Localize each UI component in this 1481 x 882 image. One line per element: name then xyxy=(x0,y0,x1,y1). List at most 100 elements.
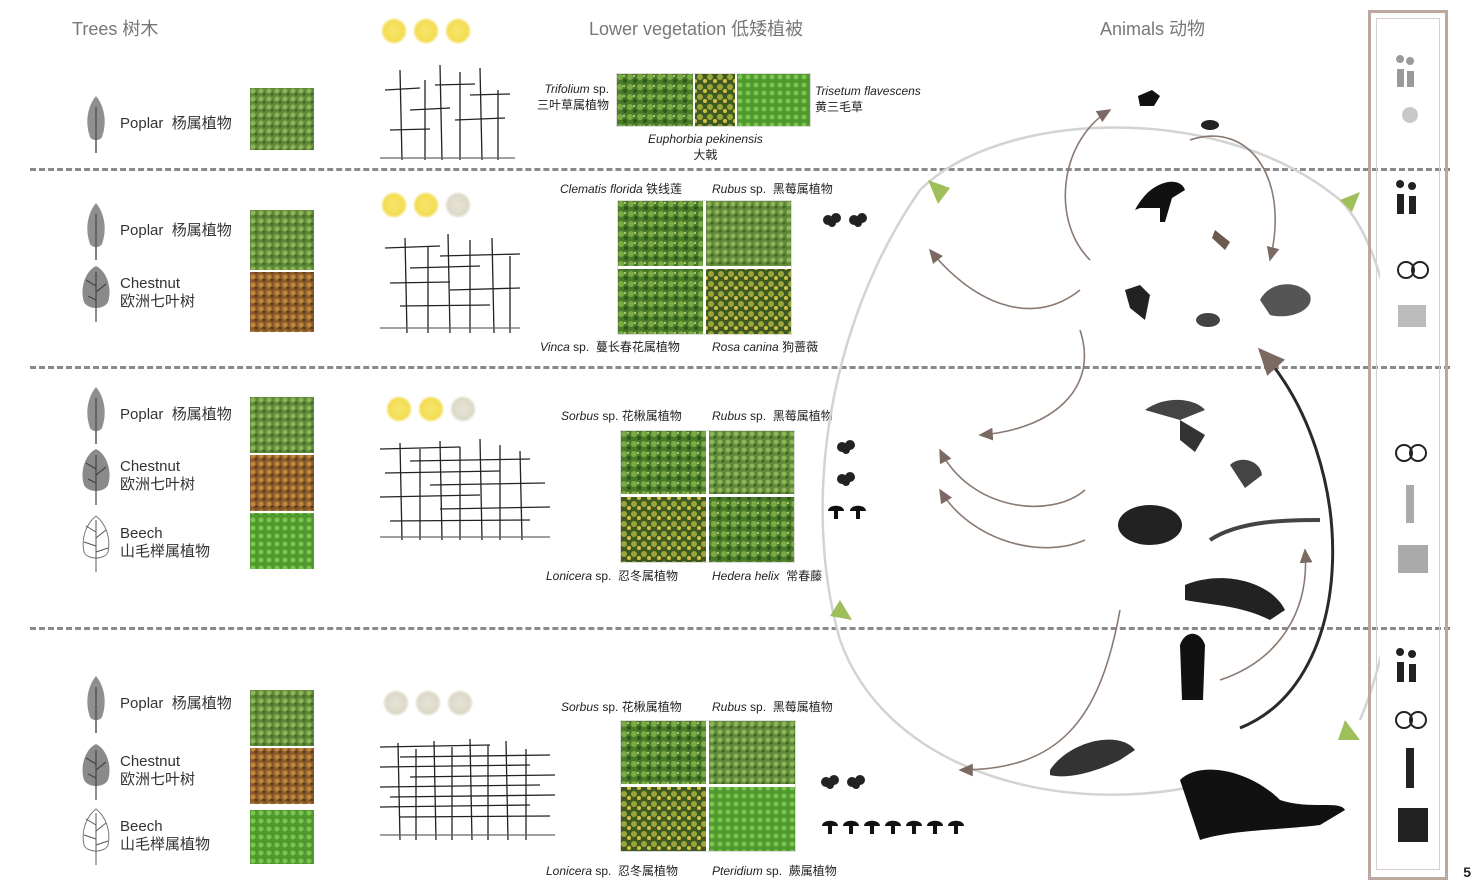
sun-icon xyxy=(381,192,407,218)
sun-icon xyxy=(447,690,473,716)
green-arrow-icon xyxy=(928,180,950,204)
cycle-arc xyxy=(821,189,922,641)
beetle-icon xyxy=(1201,120,1219,130)
tree-poplar: Poplar 杨属植物 xyxy=(78,93,232,155)
plant-caption: Trisetum flavescens 黄三毛草 xyxy=(815,84,921,114)
plant-caption: Sorbus sp. 花楸属植物 xyxy=(561,409,682,423)
plant-caption: Hedera helix 常春藤 xyxy=(712,569,823,583)
squirrel-icon xyxy=(1230,459,1262,488)
crow-icon xyxy=(1135,181,1185,222)
fox-icon xyxy=(1180,769,1345,840)
sun-icon xyxy=(413,192,439,218)
sunlight-indicator-2 xyxy=(381,192,471,218)
sun-icon xyxy=(415,690,441,716)
vegetation-photo-grid-4 xyxy=(620,720,796,852)
band-divider-3 xyxy=(30,627,1450,630)
vegetation-photo-strip-1 xyxy=(616,73,811,127)
poplar-tree-icon xyxy=(78,200,114,262)
cycle-arc xyxy=(838,639,1221,796)
plant-caption: Euphorbia pekinensis 大戟 xyxy=(648,132,763,162)
sunlight-indicator-4 xyxy=(383,690,473,716)
family-icon xyxy=(1398,808,1428,842)
poplar-tree-icon xyxy=(78,384,114,446)
poplar-leaf-photo xyxy=(250,88,314,150)
page-number: 5 xyxy=(1463,864,1471,880)
walker-icon xyxy=(1406,485,1414,523)
green-arrow-icon xyxy=(1338,720,1360,740)
butterfly-icon xyxy=(1138,90,1160,106)
forest-density-sketch-4 xyxy=(380,738,556,841)
walker-icon xyxy=(1406,748,1414,788)
cycle-arc xyxy=(919,126,1341,201)
badger-icon xyxy=(1185,578,1285,620)
trees-header: Trees 树木 xyxy=(72,19,159,39)
plant-caption: Trifolium sp. 三叶草属植物 xyxy=(537,82,610,112)
tree-name-cn: 杨属植物 xyxy=(171,115,232,132)
plant-caption: Sorbus sp. 花楸属植物 xyxy=(561,700,682,714)
cyclist-icon xyxy=(1395,444,1413,462)
sunlight-indicator-3 xyxy=(386,396,476,422)
green-arrow-icon xyxy=(1340,192,1360,212)
human-use-sidebar-inner xyxy=(1376,18,1440,870)
songbird-icon xyxy=(1145,399,1205,420)
beech-tree-icon xyxy=(78,805,114,867)
sun-icon xyxy=(381,18,407,44)
tree-name-en: Poplar xyxy=(120,115,164,132)
bird-small-icon xyxy=(1212,230,1230,250)
poplar-tree-icon xyxy=(78,673,114,735)
cyclist-icon xyxy=(1397,261,1415,279)
forest-density-sketch-3 xyxy=(380,438,551,541)
tree-leaf-photos xyxy=(250,690,314,864)
frog-icon xyxy=(1125,285,1150,320)
family-icon xyxy=(1398,545,1428,573)
tree-poplar: Poplar 杨属植物 xyxy=(78,673,232,735)
ecological-cycle-diagram xyxy=(821,90,1380,840)
animals-header: Animals 动物 xyxy=(1100,19,1206,39)
plant-caption: Rubus sp. 黑莓属植物 xyxy=(712,409,833,423)
green-arrow-icon xyxy=(830,600,852,620)
cyclist-icon xyxy=(1395,711,1413,729)
walkers-icon-group-1 xyxy=(1396,55,1418,123)
tree-poplar: Poplar 杨属植物 xyxy=(78,384,232,446)
plant-caption: Rubus sp. 黑莓属植物 xyxy=(712,700,833,714)
owl-icon xyxy=(1180,633,1205,700)
chestnut-tree-icon xyxy=(78,445,114,507)
plant-caption: Pteridium sp. 蕨属植物 xyxy=(712,864,837,878)
tree-poplar: Poplar 杨属植物 xyxy=(78,200,232,262)
sun-icon xyxy=(383,690,409,716)
sun-icon xyxy=(445,192,471,218)
poplar-tree-icon xyxy=(78,93,114,155)
human-use-icons-4 xyxy=(1395,648,1428,842)
forest-density-sketch-2 xyxy=(380,233,521,334)
tree-leaf-photos xyxy=(250,210,314,332)
vegetation-photo-grid-2 xyxy=(617,200,792,335)
walkers-icon xyxy=(1396,648,1417,682)
hedgehog-icon xyxy=(1118,505,1182,545)
tree-leaf-photos xyxy=(250,397,314,569)
leaf-branch-icon xyxy=(1180,420,1205,452)
lower-vegetation-header: Lower vegetation 低矮植被 xyxy=(589,19,804,39)
plant-caption: Lonicera sp. 忍冬属植物 xyxy=(546,569,679,583)
human-use-icons-2 xyxy=(1396,180,1429,327)
family-icon xyxy=(1398,305,1426,327)
beech-tree-icon xyxy=(78,512,114,574)
marten-icon xyxy=(1050,739,1135,777)
sun-icon xyxy=(418,396,444,422)
chestnut-tree-icon xyxy=(78,262,114,324)
human-use-sidebar xyxy=(1368,10,1448,880)
band-divider-1 xyxy=(30,168,1450,171)
cyclist-icon xyxy=(1402,107,1418,123)
chestnut-tree-icon xyxy=(78,740,114,802)
plant-caption: Lonicera sp. 忍冬属植物 xyxy=(546,864,679,878)
sun-icon xyxy=(386,396,412,422)
vegetation-photo-grid-3 xyxy=(620,430,795,563)
rabbit-icon xyxy=(1260,284,1311,317)
snake-icon xyxy=(1208,518,1321,542)
sun-icon xyxy=(450,396,476,422)
sun-icon xyxy=(445,18,471,44)
sunlight-indicator-1 xyxy=(381,18,471,44)
